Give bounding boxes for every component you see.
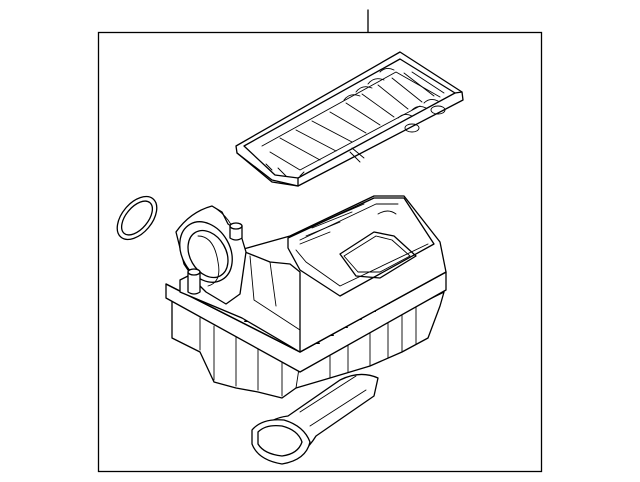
o-ring-seal-icon	[116, 195, 158, 241]
air-cleaner-housing-icon	[165, 195, 447, 465]
air-filter-element-icon	[235, 51, 464, 187]
intake-duct-icon	[251, 373, 379, 465]
diagram-frame	[97, 31, 543, 473]
